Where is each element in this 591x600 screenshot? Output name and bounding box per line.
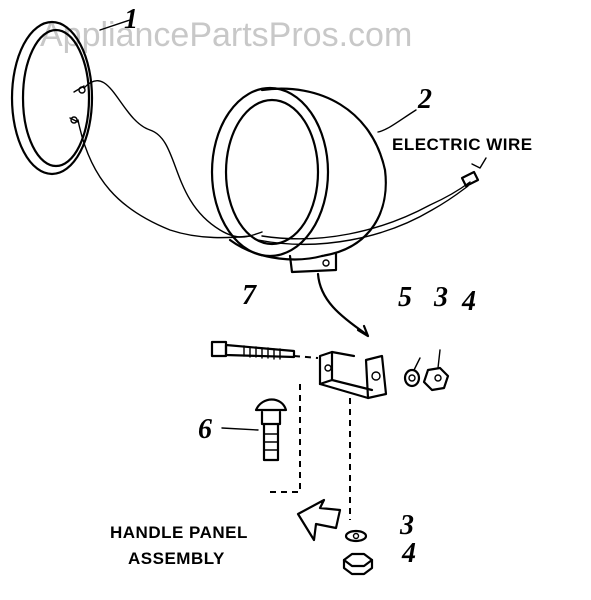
handle-panel-label-line-2: ASSEMBLY: [128, 549, 225, 568]
assembly-arrow: [316, 272, 370, 338]
callout-3-lower: 3: [399, 510, 414, 541]
electric-wire-label: ELECTRIC WIRE: [392, 135, 533, 154]
watermark-text: AppliancePartsPros.com: [40, 16, 412, 54]
washer-and-nut-upper: [403, 349, 450, 392]
part-1-lens: [10, 20, 94, 176]
callout-4-upper: 4: [461, 286, 476, 317]
handle-panel-outline: [270, 384, 351, 520]
callout-4-lower: 4: [401, 538, 416, 569]
callout-6: 6: [198, 414, 212, 445]
callout-5: 5: [398, 282, 412, 313]
handle-panel-arrow: [296, 498, 342, 542]
callout-3-upper: 3: [433, 282, 448, 313]
callout-2: 2: [417, 84, 432, 115]
part-2-lamp-housing: [210, 86, 387, 274]
handle-panel-label-line-1: HANDLE PANEL: [110, 523, 248, 542]
part-6-carriage-bolt: [221, 398, 288, 462]
part-5-bracket: [318, 350, 388, 400]
callout-1: 1: [124, 4, 138, 35]
part-7-bolt: [210, 340, 319, 360]
electric-wire: [77, 79, 487, 245]
washer-and-nut-lower: [342, 529, 374, 576]
leader-lines: [99, 19, 417, 133]
callout-7: 7: [242, 280, 257, 311]
